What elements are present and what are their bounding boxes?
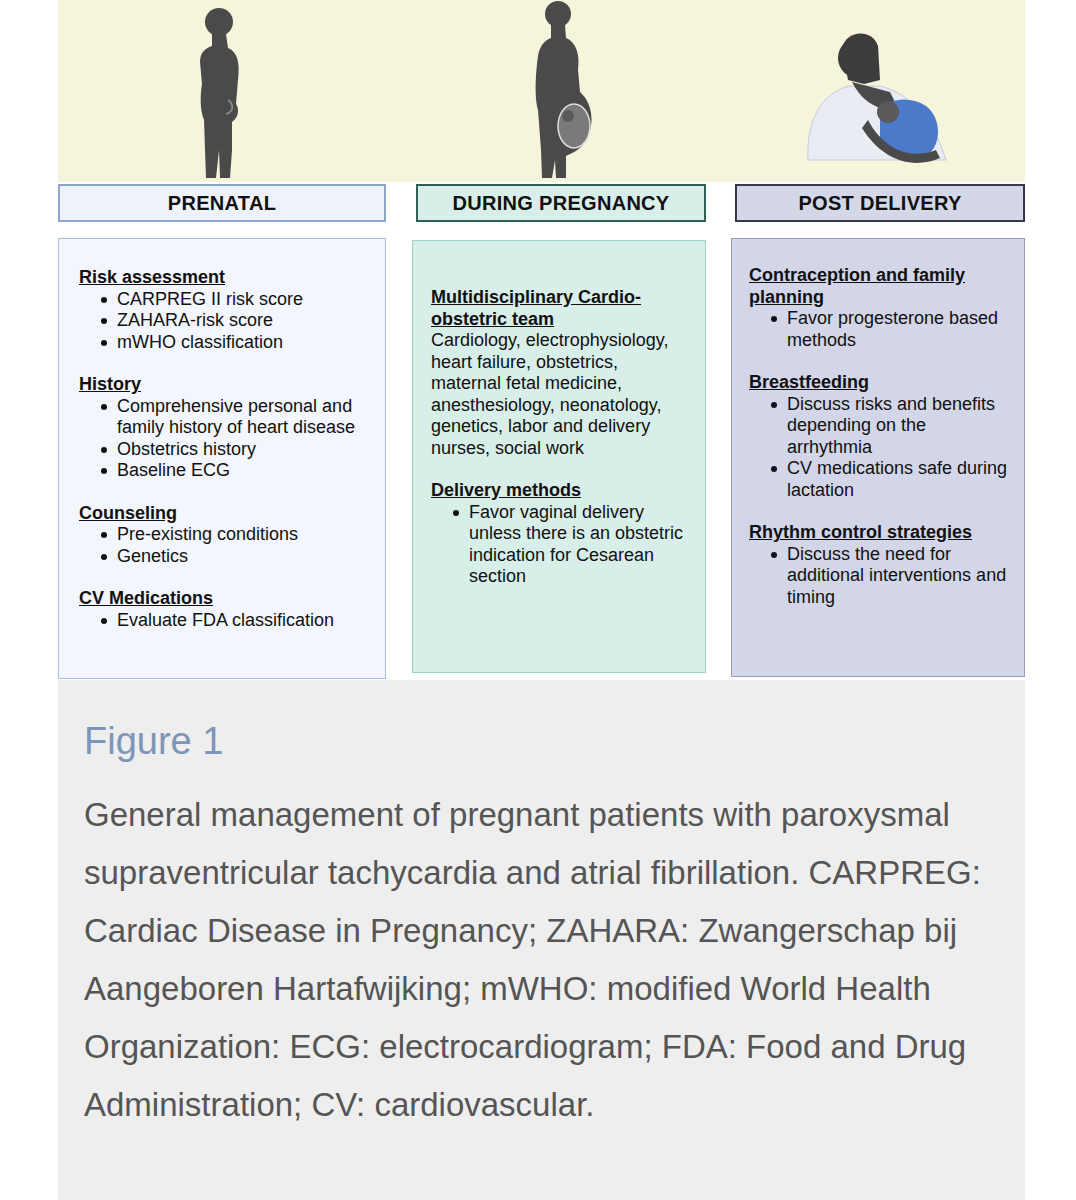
bullet-item: Favor vaginal delivery unless there is a… xyxy=(431,502,693,588)
stage-header: PRENATAL xyxy=(58,184,386,222)
bullet-dot xyxy=(453,510,459,516)
stage-header: DURING PREGNANCY xyxy=(416,184,706,222)
bullet-dot xyxy=(101,447,107,453)
section-heading: Multidisciplinary Cardio-obstetric team xyxy=(431,287,693,330)
figure-caption: General management of pregnant patients … xyxy=(84,786,1014,1134)
bullet-item: Genetics xyxy=(79,546,371,568)
stage-panel: Multidisciplinary Cardio-obstetric teamC… xyxy=(412,240,706,673)
header-text: PRENATAL xyxy=(168,192,276,215)
bullet-item: Discuss the need for additional interven… xyxy=(749,544,1014,609)
bullet-dot xyxy=(101,618,107,624)
section-heading: Rhythm control strategies xyxy=(749,522,1014,544)
pregnant-silhouette xyxy=(536,1,592,178)
bullet-item: Pre-existing conditions xyxy=(79,524,371,546)
bullet-item: Obstetrics history xyxy=(79,439,371,461)
section-heading: Breastfeeding xyxy=(749,372,1014,394)
stage-panel: Risk assessmentCARPREG II risk scoreZAHA… xyxy=(58,238,386,679)
header-text: DURING PREGNANCY xyxy=(452,192,669,215)
stage-header: POST DELIVERY xyxy=(735,184,1025,222)
section-heading: Counseling xyxy=(79,503,371,525)
body-text: Cardiology, electrophysiology, heart fai… xyxy=(431,330,693,459)
bullet-dot xyxy=(771,466,777,472)
bullet-item: Evaluate FDA classification xyxy=(79,610,371,632)
top-band xyxy=(58,0,1025,182)
figure-title: Figure 1 xyxy=(84,720,223,763)
section-heading: Delivery methods xyxy=(431,480,693,502)
bullet-item: Discuss risks and benefits depending on … xyxy=(749,394,1014,459)
bullet-item: ZAHARA-risk score xyxy=(79,310,371,332)
section-heading: Risk assessment xyxy=(79,267,371,289)
bullet-dot xyxy=(771,402,777,408)
bullet-item: mWHO classification xyxy=(79,332,371,354)
bullet-item: Favor progesterone based methods xyxy=(749,308,1014,351)
bullet-item: CARPREG II risk score xyxy=(79,289,371,311)
bullet-item: Baseline ECG xyxy=(79,460,371,482)
section-heading: History xyxy=(79,374,371,396)
mother-baby-silhouette xyxy=(808,33,946,162)
bullet-item: CV medications safe during lactation xyxy=(749,458,1014,501)
header-text: POST DELIVERY xyxy=(798,192,961,215)
woman-silhouette xyxy=(200,8,239,178)
section-heading: CV Medications xyxy=(79,588,371,610)
bullet-dot xyxy=(101,554,107,560)
bullet-dot xyxy=(101,340,107,346)
bullet-dot xyxy=(101,318,107,324)
bullet-dot xyxy=(101,532,107,538)
bullet-dot xyxy=(101,468,107,474)
bullet-dot xyxy=(101,404,107,410)
bullet-dot xyxy=(101,297,107,303)
bullet-item: Comprehensive personal and family histor… xyxy=(79,396,371,439)
section-heading: Contraception and family planning xyxy=(749,265,1014,308)
bullet-dot xyxy=(771,552,777,558)
bullet-dot xyxy=(771,316,777,322)
stage-panel: Contraception and family planningFavor p… xyxy=(731,238,1025,677)
